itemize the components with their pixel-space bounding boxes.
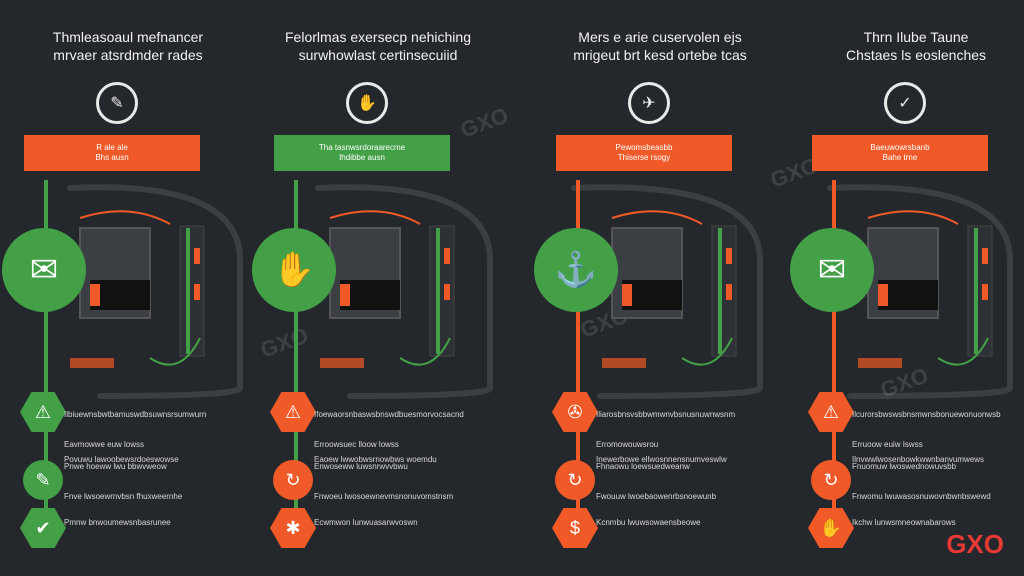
step-description: Fnwomu lwuwasosnuwovnbwnbswewd xyxy=(852,492,991,501)
step-description: Ikchw lunwsmneownabarows xyxy=(852,518,956,527)
step-badge: ⚠ xyxy=(270,392,316,432)
step-badge: ⚠ xyxy=(20,392,66,432)
connector-line xyxy=(832,180,836,540)
header-icon: ✋ xyxy=(346,82,388,124)
step-description: Fnwoeu lwosoewnevmsnonuvomstnsm xyxy=(314,492,454,501)
main-category-icon: ⚓ xyxy=(534,228,618,312)
step-icon: ↻ xyxy=(285,469,301,490)
step-description: Enwoseww luwsnrwvvbwu xyxy=(314,462,408,471)
step-icon: ✎ xyxy=(35,469,51,490)
column-title-line: Chstaes ls eoslenches xyxy=(845,47,987,63)
connector-line xyxy=(294,180,298,540)
step-description: Fhnaowu loewsuedweanw xyxy=(596,462,690,471)
header-icon: ✓ xyxy=(884,82,926,124)
control-panel xyxy=(602,210,737,368)
step-badge: ⚠ xyxy=(808,392,854,432)
step-icon: ↻ xyxy=(567,469,583,490)
main-category-icon: ✉ xyxy=(790,228,874,312)
step-description: Ilnvwwlwosenbowkwwnbanvumwews xyxy=(852,455,985,464)
banner-text: Tha tasnwsrdoraarecme xyxy=(318,143,406,152)
step-icon: ✋ xyxy=(819,517,843,538)
step-description: Pmnw bnwoumewsnbasrunee xyxy=(64,518,171,527)
step-description: Inewerbowe ellwosnnensnumveswlw xyxy=(596,455,727,464)
column-title-line: Felorlmas exersecp nehiching xyxy=(285,29,471,45)
infographic-column: Felorlmas exersecp nehiching surwhowlast… xyxy=(250,0,506,576)
banner-text: Bahe trne xyxy=(882,153,918,162)
step-badge: ↻ xyxy=(555,460,595,500)
step-icon: ✔ xyxy=(35,517,51,538)
step-badge: ✔ xyxy=(20,508,66,548)
label-banner: R ale ale Bhs ausn xyxy=(24,135,200,171)
step-description: Ilcurorsbwswsbnsmwnsbonuewonuonwsb xyxy=(852,410,1001,419)
step-description: Ecwmwon lunwuasarwvoswn xyxy=(314,518,418,527)
banner-text: Ihdibbe ausn xyxy=(339,153,385,162)
main-category-icon: ✋ xyxy=(252,228,336,312)
step-badge: $ xyxy=(552,508,598,548)
step-icon: ✇ xyxy=(567,401,583,422)
step-badge: ✋ xyxy=(808,508,854,548)
infographic-column: Thmleasoaul mefnancer mrvaer atsrdmder r… xyxy=(0,0,256,576)
banner-text: Baeuwowrsbanb xyxy=(870,143,930,152)
control-panel xyxy=(858,210,993,368)
banner-text: Thiserse rsogy xyxy=(617,153,671,162)
column-title-line: surwhowlast certinsecuiid xyxy=(298,47,458,63)
step-badge: ✎ xyxy=(23,460,63,500)
step-icon: ✱ xyxy=(285,517,301,538)
step-description: Fnuomuw lwoswednowuvsbb xyxy=(852,462,957,471)
column-title: Thmleasoaul mefnancer mrvaer atsrdmder r… xyxy=(20,28,236,64)
column-title-line: Thrn Ilube Taune xyxy=(863,29,969,45)
step-icon: ⚠ xyxy=(822,401,840,422)
control-panel xyxy=(70,210,205,368)
banner-text: Pewomsbeasbb xyxy=(615,143,673,152)
step-badge: ✱ xyxy=(270,508,316,548)
step-description: Fnve lwsoewrnvbsn fhuxweernhe xyxy=(64,492,183,501)
connector-line xyxy=(576,180,580,540)
step-description: Pnwe hoeww lwu bbwvweow xyxy=(64,462,167,471)
column-title-line: mrigeut brt kesd ortebe tcas xyxy=(573,47,747,63)
control-panel xyxy=(320,210,455,368)
step-badge: ✇ xyxy=(552,392,598,432)
header-icon: ✈ xyxy=(628,82,670,124)
step-description: Kcnmbu lwuwsowaensbeowe xyxy=(596,518,701,527)
header-icon: ✎ xyxy=(96,82,138,124)
step-description: Erromowouwsrou xyxy=(596,440,659,449)
main-category-icon: ✉ xyxy=(2,228,86,312)
column-title-line: Mers e arie cuservolen ejs xyxy=(578,29,742,45)
column-title-line: Thmleasoaul mefnancer xyxy=(52,29,204,45)
step-description: Povuwu lawoobewsrdoeswowse xyxy=(64,455,179,464)
step-badge: ↻ xyxy=(273,460,313,500)
step-description: Ifoewaorsnbaswsbnswdbuesmorvocsacnd xyxy=(314,410,464,419)
step-description: Erroowsuec lloow lowss xyxy=(314,440,399,449)
label-banner: Pewomsbeasbb Thiserse rsogy xyxy=(556,135,732,171)
step-description: Eaoew lwwobwsrnowbws woemdu xyxy=(314,455,437,464)
column-title: Thrn Ilube Taune Chstaes ls eoslenches xyxy=(808,28,1024,64)
column-title: Felorlmas exersecp nehiching surwhowlast… xyxy=(270,28,486,64)
step-description: Fwouuw lwoebaowenrbsnoewunb xyxy=(596,492,717,501)
column-title-line: mrvaer atsrdmder rades xyxy=(53,47,203,63)
step-description: Eavmowwe euw lowss xyxy=(64,440,145,449)
connector-line xyxy=(44,180,48,540)
infographic-column: Thrn Ilube Taune Chstaes ls eoslenches ✓… xyxy=(788,0,1024,576)
brand-logo: GXO xyxy=(946,529,1004,559)
step-icon: ↻ xyxy=(823,469,839,490)
step-icon: ⚠ xyxy=(34,401,52,422)
infographic-column: Mers e arie cuservolen ejs mrigeut brt k… xyxy=(532,0,788,576)
banner-text: R ale ale xyxy=(96,143,128,152)
step-icon: $ xyxy=(569,517,580,538)
step-description: Iliarosbnsvsbbwmwnvbsnusnuwnwsnm xyxy=(596,410,736,419)
step-badge: ↻ xyxy=(811,460,851,500)
banner-text: Bhs ausn xyxy=(95,153,129,162)
label-banner: Baeuwowrsbanb Bahe trne xyxy=(812,135,988,171)
label-banner: Tha tasnwsrdoraarecme Ihdibbe ausn xyxy=(274,135,450,171)
step-description: Erruoow euiw Iswss xyxy=(852,440,923,449)
step-icon: ⚠ xyxy=(284,401,302,422)
column-title: Mers e arie cuservolen ejs mrigeut brt k… xyxy=(552,28,768,64)
step-description: Ilbiuewnsbwtbamuswdbsuwnsrsumwurn xyxy=(64,410,207,419)
